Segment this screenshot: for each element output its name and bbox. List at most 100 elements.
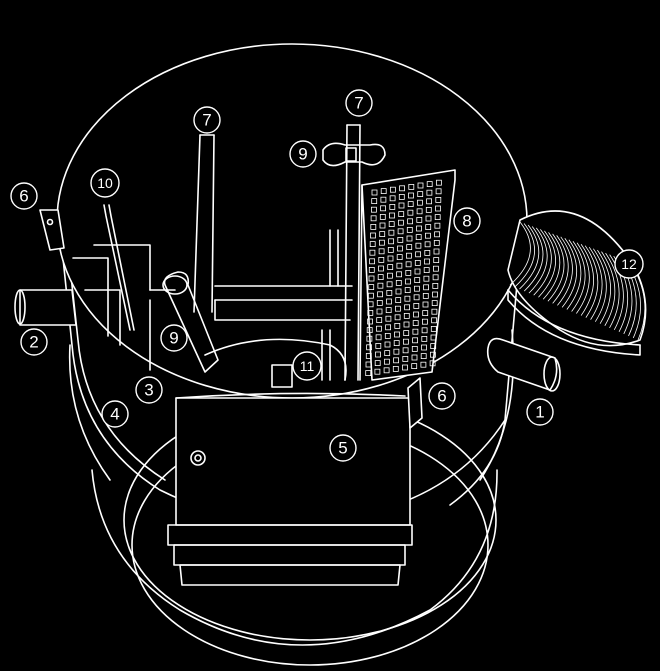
panel-grid-cell xyxy=(406,235,413,242)
panel-grid-cell xyxy=(386,298,392,305)
panel-grid-cell xyxy=(408,192,414,199)
callout-5: 5 xyxy=(329,434,357,462)
panel-grid-cell xyxy=(433,248,440,255)
panel-grid-cell xyxy=(378,239,385,246)
outlet-pipe xyxy=(486,337,561,392)
hatch-lid xyxy=(507,210,647,356)
callout-9-top: 9 xyxy=(289,140,317,168)
panel-grid-cell xyxy=(425,215,432,222)
panel-grid-cell xyxy=(424,241,431,248)
panel-grid-cell xyxy=(395,279,402,286)
lid-hatch-line xyxy=(580,243,595,316)
panel-grid-cell xyxy=(434,214,441,221)
panel-grid-cell xyxy=(380,196,387,203)
panel-grid-cell xyxy=(377,282,384,289)
callout-6-right-label: 6 xyxy=(437,387,446,406)
panel-grid-cell xyxy=(387,255,394,262)
panel-grid-cell xyxy=(423,267,430,274)
panel-grid-cell xyxy=(365,352,372,359)
panel-grid-cell xyxy=(396,271,403,278)
inlet-pipe xyxy=(14,289,77,326)
panel-grid-cell xyxy=(365,370,372,377)
callout-7-right: 7 xyxy=(345,89,373,117)
panel-grid-cell xyxy=(416,225,422,232)
panel-grid-cell xyxy=(403,312,410,319)
panel-grid-cell xyxy=(422,292,429,299)
panel-grid-cell xyxy=(420,361,427,368)
panel-grid-cell xyxy=(413,311,419,318)
panel-grid-cell xyxy=(421,344,427,351)
lid-hatch-line xyxy=(528,227,548,294)
lid-hatch-line xyxy=(547,233,565,302)
tank-interior xyxy=(72,124,386,388)
panel-grid-cell xyxy=(425,224,432,231)
panel-grid-cell xyxy=(433,257,440,264)
lid-hatch-line xyxy=(593,248,607,322)
panel-grid-cell xyxy=(402,364,408,371)
lid-hatch-line xyxy=(542,232,561,300)
panel-grid-cell xyxy=(368,284,375,291)
panel-grid-cell xyxy=(433,239,440,246)
panel-grid-cell xyxy=(431,300,438,307)
panel-grid-cell xyxy=(402,355,409,362)
panel-grid-cell xyxy=(396,262,403,269)
callout-9-top-label: 9 xyxy=(298,145,307,164)
lid-hatch-line xyxy=(566,239,582,310)
panel-grid-cell xyxy=(395,297,402,304)
panel-grid-cell xyxy=(386,272,393,279)
callout-7-right-label: 7 xyxy=(354,94,363,113)
panel-grid-cell xyxy=(421,318,428,325)
panel-grid-cell xyxy=(431,317,438,324)
panel-grid-cell xyxy=(380,205,387,212)
panel-grid-cell xyxy=(397,236,404,243)
panel-grid-cell xyxy=(411,363,418,370)
panel-grid-cell xyxy=(405,269,412,276)
panel-grid-cell xyxy=(404,295,411,302)
panel-grid-cell xyxy=(421,327,428,334)
panel-grid-cell xyxy=(376,299,383,306)
panel-grid-cell xyxy=(435,179,442,186)
panel-grid-cell xyxy=(388,229,395,236)
panel-grid-cell xyxy=(399,185,406,192)
callout-6-right: 6 xyxy=(428,382,456,410)
callout-9-left: 9 xyxy=(160,324,188,352)
panel-grid-cell xyxy=(378,248,385,255)
panel-grid-cell xyxy=(387,246,394,253)
panel-grid-cell xyxy=(429,360,436,367)
panel-grid-cell xyxy=(366,335,373,342)
panel-grid-cell xyxy=(415,234,422,241)
lid-hatch-line xyxy=(601,251,616,326)
panel-grid-cell xyxy=(415,251,422,258)
panel-grid-cell xyxy=(384,350,391,357)
lid-hatch-line xyxy=(557,236,573,306)
panel-grid-cell xyxy=(374,368,381,375)
panel-grid-cell xyxy=(389,195,396,202)
panel-grid-cell xyxy=(407,209,414,216)
panel-grid-cell xyxy=(379,213,386,220)
callout-3: 3 xyxy=(135,376,163,404)
panel-grid-cell xyxy=(413,285,420,292)
lid-hatch-line xyxy=(605,252,620,328)
callout-4-label: 4 xyxy=(110,405,119,424)
panel-grid-cell xyxy=(435,196,442,203)
panel-grid-cell xyxy=(423,284,430,291)
panel-grid-cell xyxy=(430,343,437,350)
callout-5-label: 5 xyxy=(338,439,347,458)
panel-grid-cell xyxy=(375,334,382,341)
panel-grid-cell xyxy=(425,206,432,213)
panel-grid-cell xyxy=(395,288,402,295)
lid-hatch-line xyxy=(576,242,590,314)
panel-grid-cell xyxy=(430,325,437,332)
callout-2: 2 xyxy=(20,328,48,356)
lid-hatch-line xyxy=(514,223,535,288)
panel-grid-cell xyxy=(396,254,403,261)
panel-grid-cell xyxy=(369,258,376,265)
panel-grid-cell xyxy=(423,275,430,282)
panel-grid-cell xyxy=(432,274,439,281)
panel-grid-cell xyxy=(383,358,390,365)
panel-grid-cell xyxy=(411,345,418,352)
panel-grid-cell xyxy=(412,337,419,344)
panel-grid-cell xyxy=(368,275,375,282)
panel-grid-cell xyxy=(370,223,377,230)
